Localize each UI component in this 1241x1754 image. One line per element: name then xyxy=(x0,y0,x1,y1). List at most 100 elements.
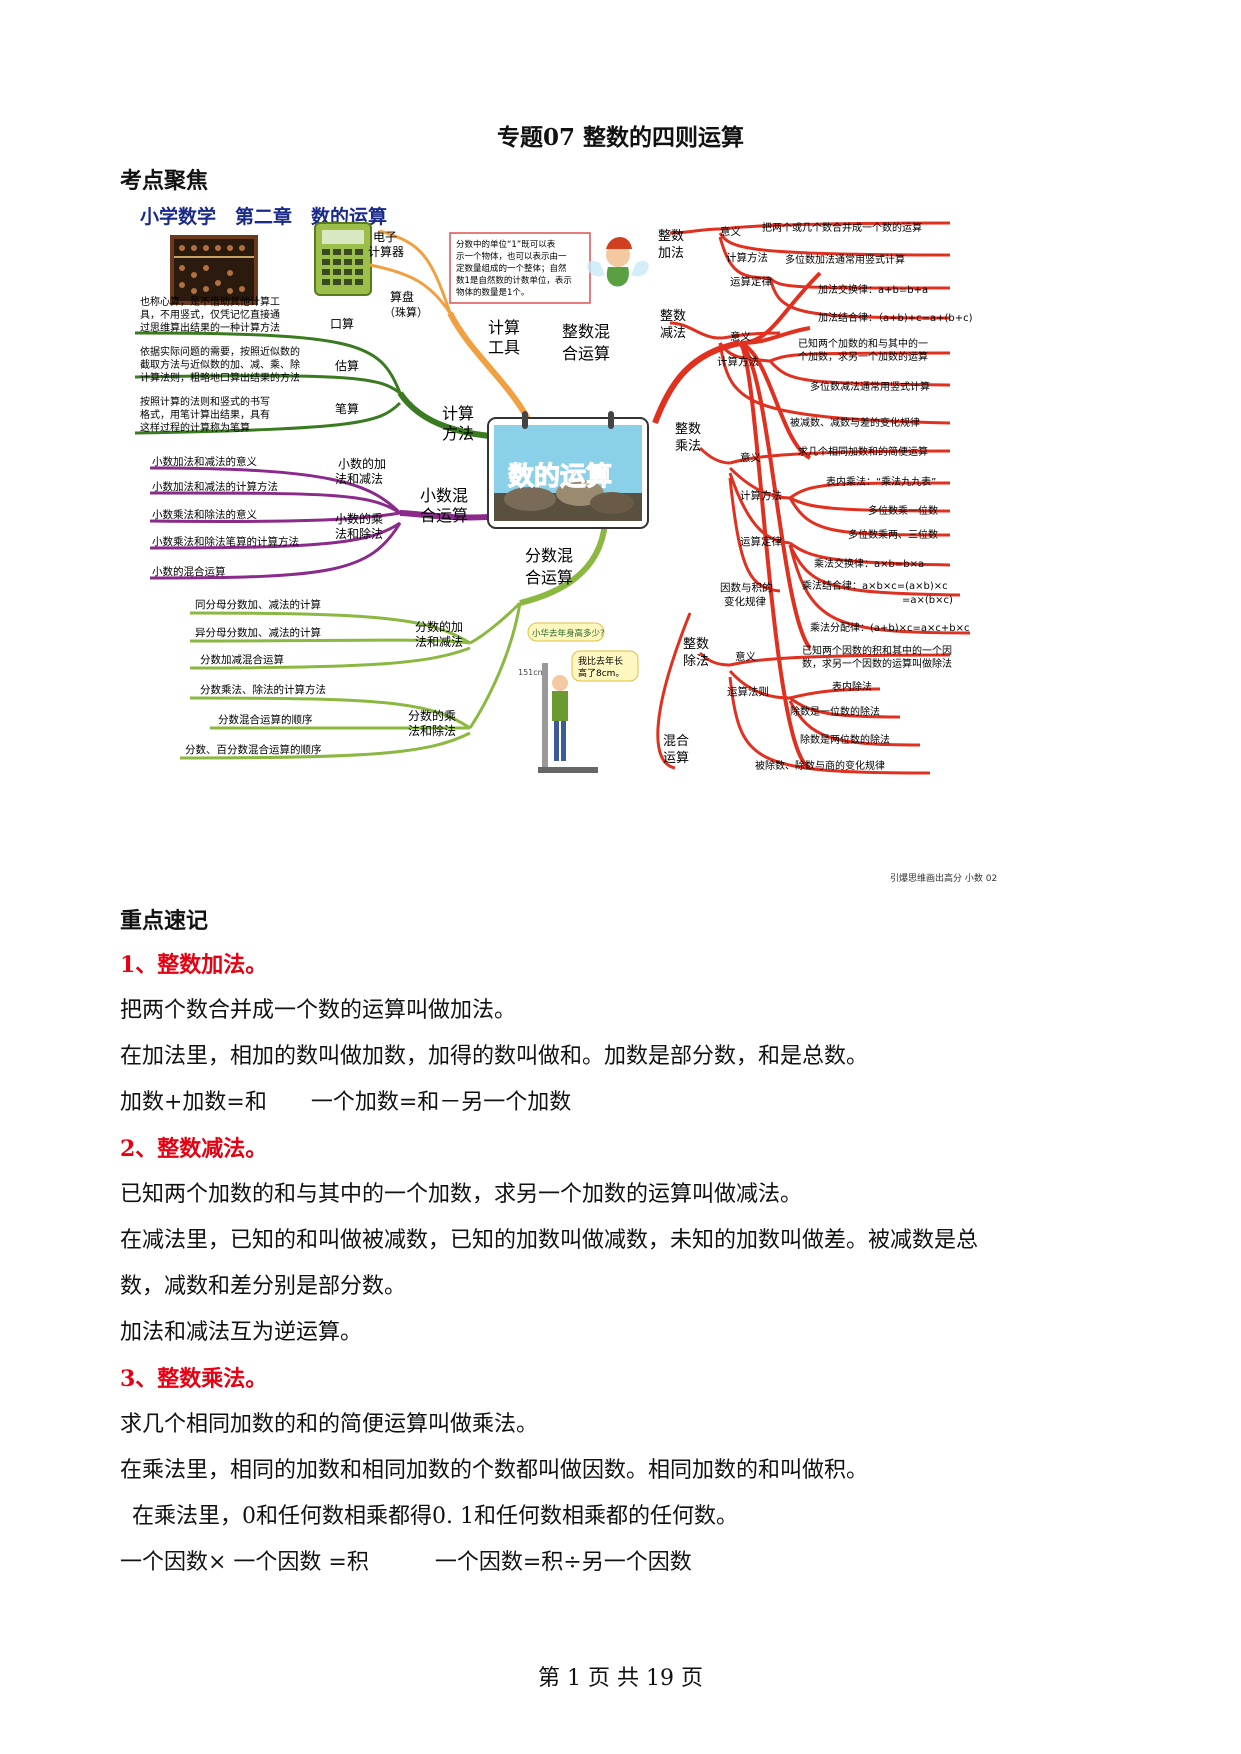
branch-integer-label-2: 合运算 xyxy=(562,344,610,363)
mindmap-text: 过思维算出结果的一种计算方法 xyxy=(140,321,280,334)
tool-abacus-label-2: （珠算） xyxy=(384,305,428,319)
section-heading-focus: 考点聚焦 xyxy=(120,169,209,194)
mindmap-text: 乘法分配律：(a+b)×c=a×c+b×c xyxy=(810,621,970,634)
branch-tools-label-2: 工具 xyxy=(488,338,520,357)
mindmap-text: 法和除法 xyxy=(335,526,383,541)
paragraph: 求几个相同加数的和的简便运算叫做乘法。 xyxy=(120,1412,539,1437)
mindmap-text: 异分母分数加、减法的计算 xyxy=(195,626,321,639)
mindmap-text: 小数加法和减法的意义 xyxy=(152,455,257,468)
page-title: 专题07 整数的四则运算 xyxy=(496,124,744,151)
mindmap-text: 乘法 xyxy=(675,439,701,454)
mindmap-text: 意义 xyxy=(720,225,741,238)
mindmap-text: 表内除法 xyxy=(832,680,872,693)
mindmap-text: 被除数、除数与商的变化规律 xyxy=(755,759,885,772)
mindmap-text: 小华去年身高多少? xyxy=(532,628,605,639)
branch-method-label-2: 方法 xyxy=(442,424,474,443)
branch-method-label: 计算 xyxy=(442,404,474,423)
mindmap-text: 分数的加 xyxy=(415,619,463,634)
paragraph: 数，减数和差分别是部分数。 xyxy=(120,1274,407,1299)
center-calendar: 数的运算 xyxy=(487,411,649,529)
mindmap-text: 按照计算的法则和竖式的书写 xyxy=(140,395,270,408)
mind-map: 小学数学 第二章 数的运算 电子 计算器 算盘 （珠算） 计算 工具 xyxy=(130,193,1120,895)
heading-int-mul: 3、整数乘法。 xyxy=(120,1366,268,1392)
paragraph: 在乘法里，相同的加数和相同加数的个数都叫做因数。相同加数的和叫做积。 xyxy=(120,1458,869,1483)
mindmap-text: 表内乘法：“乘法九九表” xyxy=(826,475,936,488)
mindmap-text: 乘法交换律：a×b=b×a xyxy=(814,557,924,570)
mindmap-text: 小数乘法和除法的意义 xyxy=(152,508,257,521)
mindmap-text: 多位数减法通常用竖式计算 xyxy=(810,380,930,393)
mindmap-text: 数，求另一个因数的运算叫做除法 xyxy=(802,657,952,670)
mindmap-text: =a×(b×c) xyxy=(902,595,953,606)
mindmap-text: 已知两个因数的积和其中的一个因 xyxy=(802,644,952,657)
mindmap-text: 分数混合运算的顺序 xyxy=(218,713,313,726)
branch-integer-label: 整数混 xyxy=(562,322,610,341)
method-estimate-label: 估算 xyxy=(335,358,359,373)
mindmap-text: 意义 xyxy=(740,451,761,464)
int-sub-label: 整数 xyxy=(660,309,686,324)
mindmap-text: 法和减法 xyxy=(335,472,383,486)
mindmap-text: 加法交换律：a+b=b+a xyxy=(818,283,928,296)
mindmap-text: 因数与积的 xyxy=(720,581,773,594)
mindmap-text: 意义 xyxy=(735,650,756,663)
mindmap-text: 法和减法 xyxy=(415,635,463,649)
mindmap-text: 依据实际问题的需要，按照近似数的 xyxy=(140,345,300,358)
mindmap-text: 运算定律 xyxy=(740,535,782,548)
mindmap-text: 被减数、减数与差的变化规律 xyxy=(790,416,920,429)
branch-decimal-label-2: 合运算 xyxy=(420,506,468,525)
mindmap-text: 格式，用笔计算出结果，具有 xyxy=(140,408,270,421)
mindmap-text: 多位数乘一位数 xyxy=(868,504,938,517)
mindmap-text: 分数乘法、除法的计算方法 xyxy=(200,683,326,696)
center-title: 数的运算 xyxy=(508,461,612,492)
mindmap-text: 小数的混合运算 xyxy=(152,565,226,578)
mindmap-text: 计算方法 xyxy=(726,251,768,264)
mindmap-text: 把两个或几个数合并成一个数的运算 xyxy=(762,221,922,234)
mindmap-text: 我比去年长 xyxy=(578,655,623,667)
mindmap-text: 除法 xyxy=(683,654,709,669)
int-div-label: 整数 xyxy=(683,637,709,652)
int-mul-label: 整数 xyxy=(675,422,701,437)
mindmap-text: 个加数，求另一个加数的运算 xyxy=(798,350,928,363)
mindmap-text: 高了8cm。 xyxy=(578,667,624,679)
mindmap-text: 运算 xyxy=(663,751,689,766)
paragraph: 一个因数× 一个因数 =积 一个因数=积÷另一个因数 xyxy=(120,1550,692,1575)
mindmap-text: 减法 xyxy=(660,326,686,341)
heading-int-sub: 2、整数减法。 xyxy=(120,1136,268,1162)
method-written-label: 笔算 xyxy=(335,401,359,416)
branch-fraction-label-2: 合运算 xyxy=(525,568,573,587)
paragraph: 已知两个加数的和与其中的一个加数，求另一个加数的运算叫做减法。 xyxy=(120,1182,803,1207)
mindmap-credit: 引爆思维画出高分 小数 02 xyxy=(890,872,997,884)
mindmap-text: 分数加减混合运算 xyxy=(200,653,284,666)
mindmap-text: 具，不用竖式，仅凭记忆直接通 xyxy=(140,308,280,321)
mindmap-text: 物体的数量是1个。 xyxy=(456,287,529,298)
mindmap-text: 变化规律 xyxy=(724,595,766,608)
mindmap-text: 定数量组成的一个整体；自然 xyxy=(456,263,567,274)
mindmap-text: 分数中的单位“1”既可以表 xyxy=(456,239,556,250)
int-add-label: 整数 xyxy=(658,229,684,244)
mindmap-text: 计算方法 xyxy=(740,489,782,502)
mindmap-text: 同分母分数加、减法的计算 xyxy=(195,598,321,611)
mindmap-text: 运算定律 xyxy=(730,275,772,288)
boy-height-illustration: 小华去年身高多少? 我比去年长 高了8cm。 151cm xyxy=(518,622,639,773)
mindmap-text: 除数是一位数的除法 xyxy=(790,705,880,718)
mindmap-text: 分数的乘 xyxy=(408,708,456,723)
mindmap-text: 除数是两位数的除法 xyxy=(800,733,890,746)
branch-decimal-label: 小数混 xyxy=(420,486,468,505)
mindmap-text: 求几个相同加数和的简便运算 xyxy=(798,445,928,458)
mindmap-text: 意义 xyxy=(730,330,751,343)
mindmap-text: 分数、百分数混合运算的顺序 xyxy=(185,743,322,756)
mindmap-text: 计算法则，粗略地口算出结果的方法 xyxy=(140,371,300,384)
fairy-illustration xyxy=(587,237,649,287)
mindmap-text: 也称心算，是不借助其他计算工 xyxy=(140,295,280,308)
mindmap-text: 多位数乘两、三位数 xyxy=(848,528,938,541)
tool-calculator-label-2: 计算器 xyxy=(368,244,404,259)
mindmap-text: 示一个物体，也可以表示由一 xyxy=(456,251,567,262)
paragraph: 加数+加数=和 一个加数=和－另一个加数 xyxy=(120,1090,572,1115)
mindmap-text: 小数加法和减法的计算方法 xyxy=(152,480,278,493)
paragraph: 在加法里，相加的数叫做加数，加得的数叫做和。加数是部分数，和是总数。 xyxy=(120,1044,869,1069)
mindmap-text: 乘法结合律：a×b×c=(a×b)×c xyxy=(802,579,948,592)
unit-note-box: 分数中的单位“1”既可以表 示一个物体，也可以表示由一 定数量组成的一个整体；自… xyxy=(449,232,591,304)
mindmap-text: 加法结合律：（a+b)+c=a+(b+c) xyxy=(818,311,973,324)
branch-tools-label: 计算 xyxy=(488,318,520,337)
section-heading-notes: 重点速记 xyxy=(120,909,209,934)
mindmap-text: 小数乘法和除法笔算的计算方法 xyxy=(152,535,299,548)
